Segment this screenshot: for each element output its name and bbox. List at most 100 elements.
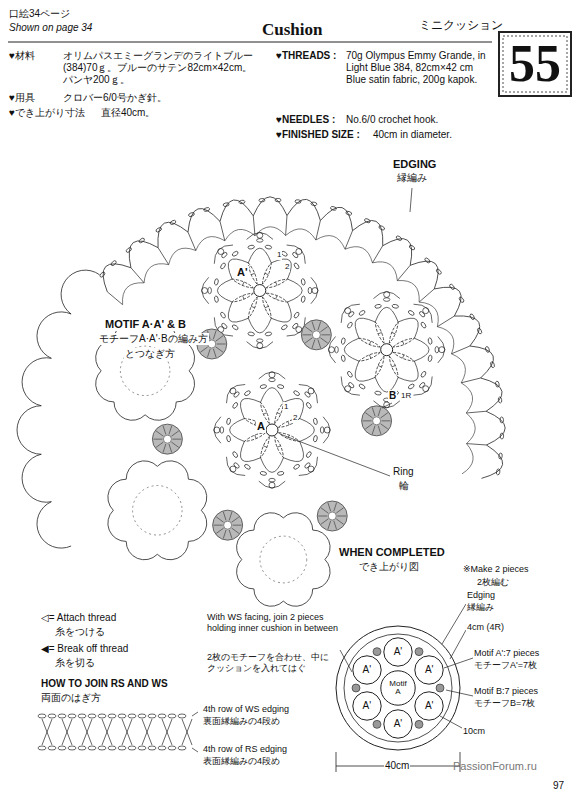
motif-circle: A' (352, 691, 382, 721)
page-title: Cushion (262, 20, 322, 40)
text-label: Motif B:7 pieces (473, 686, 539, 697)
motif-chart (328, 291, 444, 407)
text-label: 4cm (4R) (466, 622, 505, 633)
text-label: モチーフA'=7枚 (473, 660, 538, 671)
motif-circle: A' (414, 691, 444, 721)
text-label: 1 (283, 402, 289, 412)
text-label: でき上がり図 (358, 561, 420, 573)
pattern-number: 55 (509, 37, 561, 92)
text-label: With WS facing, join 2 pieces holding in… (206, 612, 340, 634)
text-label: 糸を切る (54, 657, 96, 669)
leader-line (410, 188, 412, 212)
motif-name: A' (425, 701, 434, 712)
motif-outline (237, 513, 330, 606)
text-label: 裏面縁編みの4段め (202, 716, 281, 727)
text-label: 4th row of WS edging (202, 704, 290, 715)
heading-label: ♥THREADS : (275, 50, 337, 62)
motif-name: A' (394, 647, 403, 658)
leader-line (446, 690, 473, 696)
motif-outline (108, 461, 207, 560)
leader-line (442, 604, 466, 644)
leader-line (340, 650, 352, 672)
motif-b (213, 510, 243, 540)
text-label: 4th row of RS edging (202, 744, 288, 755)
leader-line (450, 630, 466, 659)
leader-line (444, 658, 473, 668)
text-label: モチーフB=7枚 (473, 698, 536, 709)
text-label: Edging (466, 590, 496, 601)
text-label: 糸をつける (54, 626, 106, 638)
text-label: 40cm in diameter. (372, 129, 453, 141)
text-label: Ring (392, 466, 415, 478)
heading-label: ♥FINISHED SIZE : (275, 129, 361, 141)
motif-circle: A' (352, 655, 382, 685)
text-label: ◁= Attach thread (40, 612, 117, 624)
header-rule (8, 42, 492, 43)
text-label: オリムパスエミーグランデのライトブルー(384)70ｇ。ブルーのサテン82cm×… (62, 50, 254, 86)
text-label: No.6/0 crochet hook. (345, 114, 439, 126)
text-label: ♥用具 (8, 92, 36, 104)
watermark: PassionForum.ru (452, 760, 538, 773)
text-label: とつなぎ方 (124, 348, 176, 360)
leader-line (382, 403, 392, 408)
text-label: 97 (552, 780, 565, 792)
heading-label: A (256, 420, 266, 433)
text-label: クロバー6/0号かぎ針。 (62, 92, 168, 104)
heading-label: MOTIF A·A' & B (104, 318, 187, 331)
motif-chart (214, 372, 330, 488)
motif-circle: A' (383, 637, 413, 667)
text-label: モチーフA·A'·Bの編み方 (98, 333, 209, 345)
text-label: 2枚編む (476, 577, 510, 588)
motif-name: A' (363, 665, 372, 676)
heading-label: ♥NEEDLES : (275, 114, 336, 126)
text-label: 70g Olympus Emmy Grande, in Light Blue 3… (345, 50, 495, 86)
text-label: 口絵34ページ (8, 8, 71, 20)
leader-line (192, 748, 198, 752)
text-label: 2枚のモチーフを合わせ、中にクッションを入れてはぐ (206, 652, 332, 674)
motif-name: A (395, 688, 400, 696)
motif-b (317, 501, 347, 531)
motif-name: A' (425, 665, 434, 676)
text-label: 表面縁編みの4段め (202, 756, 281, 767)
motif-circle: MotifA (380, 670, 416, 706)
text-label: 両面のはぎ方 (40, 692, 102, 704)
leader-line (280, 434, 390, 476)
text-label: ミニクッション (418, 18, 504, 32)
motif-b (362, 406, 392, 436)
text-label: 輪 (398, 480, 410, 492)
motif-name: A' (363, 701, 372, 712)
leader-line (440, 716, 462, 728)
text-label: 縁編み (466, 602, 495, 613)
heading-label: WHEN COMPLETED (338, 546, 446, 559)
motif-circle: A' (414, 655, 444, 685)
heading-label: EDGING (392, 158, 437, 171)
edging-outline (17, 270, 100, 548)
motif-circle: A' (383, 709, 413, 739)
text-label: 40cm (384, 760, 410, 772)
motif-name: A' (394, 719, 403, 730)
text-label: 2 (292, 413, 298, 423)
text-label: 2 (284, 262, 290, 272)
motif-b (301, 320, 331, 350)
motif-name: Motif (389, 680, 406, 688)
heading-label: B (388, 390, 397, 402)
text-label: ♥でき上がり寸法 (8, 107, 86, 119)
text-label: 縁編み (396, 172, 428, 184)
text-label: ◀= Break off thread (40, 643, 129, 655)
text-label: ※Make 2 pieces (462, 564, 530, 575)
text-label: Motif A':7 pieces (473, 648, 540, 659)
heading-label: HOW TO JOIN RS AND WS (40, 678, 169, 690)
heading-label: A' (236, 266, 249, 279)
motif-b (152, 424, 182, 454)
text-label: 直径40cm。 (100, 107, 156, 119)
text-label: 1 (276, 250, 282, 260)
text-label: 1R (400, 391, 412, 401)
join-chart (38, 714, 192, 750)
completed-outline (336, 626, 460, 772)
text-label: Shown on page 34 (8, 22, 93, 34)
text-label: ♥材料 (8, 50, 36, 62)
number-box: 55 (498, 31, 572, 97)
text-label: 10cm (462, 726, 486, 737)
leader-line (192, 712, 198, 716)
